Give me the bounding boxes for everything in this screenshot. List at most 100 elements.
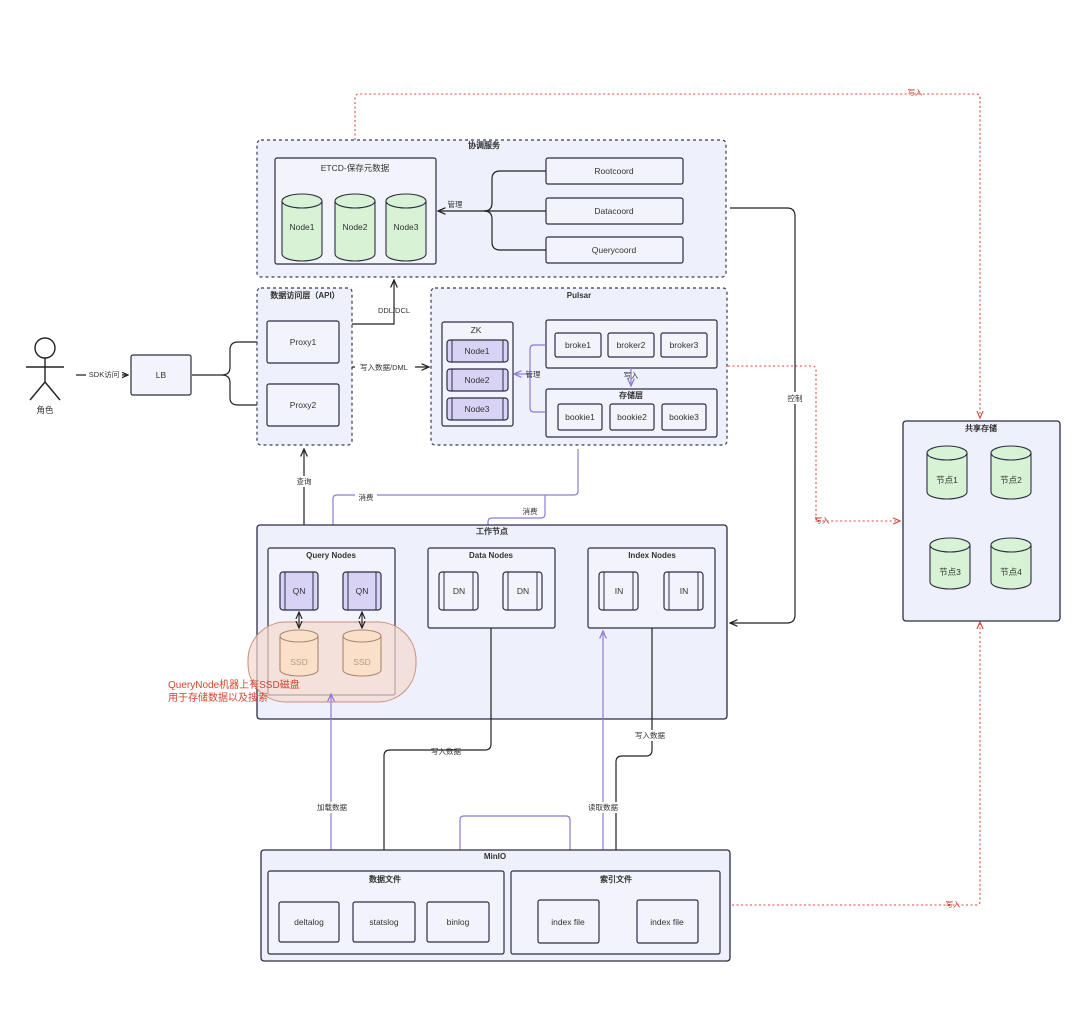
storage-node: 节点4	[990, 537, 1032, 590]
query-node[interactable]: QN	[342, 571, 382, 611]
file-index[interactable]: index file	[636, 899, 699, 944]
bookie-label: bookie2	[617, 412, 647, 422]
edge-label-write-index: 写入数据	[635, 730, 665, 740]
bookie-2[interactable]: bookie2	[609, 403, 655, 431]
edge-label-control: 控制	[788, 393, 803, 403]
edge-label-write-dml: 写入数据/DML	[360, 362, 408, 372]
broker-1[interactable]: broke1	[554, 332, 602, 358]
minio-title: MinIO	[484, 852, 506, 861]
edge-label-consume-q: 消费	[359, 492, 374, 502]
bookie-3[interactable]: bookie3	[661, 403, 707, 431]
etcd-title: ETCD-保存元数据	[321, 163, 390, 173]
proxy-label: Proxy1	[290, 337, 317, 347]
file-index[interactable]: index file	[537, 899, 600, 944]
zk-node-label: Node3	[464, 404, 489, 414]
service-label: Querycoord	[592, 245, 637, 255]
edge-label-manage-zk: 管理	[526, 369, 541, 379]
broker-3[interactable]: broker3	[660, 332, 708, 358]
index-node-label: IN	[615, 586, 624, 596]
actor: 角色	[26, 337, 64, 415]
edge-label-write-data: 写入数据	[431, 746, 461, 756]
index-node-label: IN	[680, 586, 689, 596]
index-nodes-title: Index Nodes	[628, 551, 676, 560]
ssd-disk: SSD	[342, 629, 382, 677]
edge-label-write-mid: 写入	[815, 516, 830, 525]
file-binlog[interactable]: binlog	[426, 901, 490, 943]
storage-title: 存储层	[618, 390, 643, 400]
query-node-label: QN	[293, 586, 306, 596]
zk-node-label: Node2	[464, 375, 489, 385]
index-node[interactable]: IN	[663, 571, 704, 611]
service-datacoord[interactable]: Datacoord	[545, 197, 684, 225]
edge-label-write-top: 写入	[908, 88, 923, 97]
storage-node-label: 节点1	[936, 475, 958, 485]
service-label: Datacoord	[594, 206, 633, 216]
file-label: index file	[551, 917, 585, 927]
ssd-label: SSD	[290, 657, 307, 667]
storage-node-label: 节点3	[939, 567, 961, 577]
minio-group: MinIO 数据文件 deltalog statslog binlog 索引文件…	[260, 849, 731, 962]
index-node[interactable]: IN	[598, 571, 639, 611]
data-node-label: DN	[453, 586, 465, 596]
lb-box[interactable]: LB	[130, 354, 192, 396]
broker-label: broker3	[670, 340, 699, 350]
zk-node-label: Node1	[464, 346, 489, 356]
storage-node-label: 节点4	[1000, 567, 1022, 577]
api-group: 数据访问层（API） Proxy1 Proxy2	[256, 287, 353, 446]
broker-2[interactable]: broker2	[607, 332, 655, 358]
service-querycoord[interactable]: Querycoord	[545, 236, 684, 264]
file-label: index file	[650, 917, 684, 927]
zk-title: ZK	[471, 325, 482, 335]
proxy-label: Proxy2	[290, 400, 317, 410]
proxy-1[interactable]: Proxy1	[266, 320, 340, 364]
storage-node: 节点3	[929, 537, 971, 590]
broker-label: broke1	[565, 340, 591, 350]
file-deltalog[interactable]: deltalog	[278, 901, 340, 943]
shared-title: 共享存储	[965, 423, 997, 433]
ssd-note-line-2: 用于存储数据以及搜索	[168, 691, 268, 704]
storage-node: 节点1	[926, 445, 968, 500]
edge-label-write-broker: 写入	[624, 371, 639, 380]
lb-label: LB	[156, 370, 167, 380]
etcd-node-label: Node3	[393, 222, 418, 232]
storage-node: 节点2	[990, 445, 1032, 500]
coord-title: 协调服务	[468, 140, 501, 150]
workers-title: 工作节点	[476, 526, 508, 536]
data-node[interactable]: DN	[502, 571, 543, 611]
edge-label-read-data: 读取数据	[588, 802, 618, 812]
query-node[interactable]: QN	[279, 571, 319, 611]
bookie-1[interactable]: bookie1	[557, 403, 603, 431]
index-files-title: 索引文件	[600, 874, 632, 884]
proxy-2[interactable]: Proxy2	[266, 383, 340, 427]
person-icon	[26, 337, 64, 401]
edge-label-query: 查询	[297, 476, 312, 486]
zk-node: Node3	[446, 397, 509, 421]
coord-group: 协调服务 ETCD-保存元数据 Node1 Node2 Node3 Rootco…	[256, 139, 727, 278]
file-statslog[interactable]: statslog	[352, 901, 416, 943]
etcd-node-label: Node1	[289, 222, 314, 232]
ssd-disk: SSD	[279, 629, 319, 677]
write-edges-red: 写入 写入 写入	[354, 88, 980, 909]
etcd-node: Node2	[334, 193, 376, 262]
data-node[interactable]: DN	[438, 571, 479, 611]
pulsar-title: Pulsar	[567, 291, 591, 300]
actor-label: 角色	[36, 405, 54, 415]
data-node-label: DN	[517, 586, 529, 596]
ssd-note-line-1: QueryNode机器上有SSD磁盘	[168, 678, 300, 691]
data-files-title: 数据文件	[369, 874, 401, 884]
data-nodes-title: Data Nodes	[469, 551, 514, 560]
bookie-label: bookie1	[565, 412, 595, 422]
api-title: 数据访问层（API）	[270, 290, 339, 300]
etcd-node: Node3	[385, 193, 427, 262]
edge-label-manage-coord: 管理	[448, 199, 463, 209]
ssd-label: SSD	[353, 657, 370, 667]
shared-storage-group: 共享存储 节点1 节点2 节点3 节点4	[902, 420, 1061, 622]
edge-label-load-data: 加载数据	[317, 802, 347, 812]
workers-group: 工作节点 Query Nodes QN QN Data Nodes DN DN …	[247, 524, 728, 720]
edge-label-write-bottom: 写入	[946, 900, 961, 909]
edge-label-ddl: DDL/DCL	[378, 306, 410, 315]
broker-label: broker2	[617, 340, 646, 350]
file-label: binlog	[447, 917, 470, 927]
service-rootcoord[interactable]: Rootcoord	[545, 157, 684, 185]
file-label: statslog	[369, 917, 399, 927]
